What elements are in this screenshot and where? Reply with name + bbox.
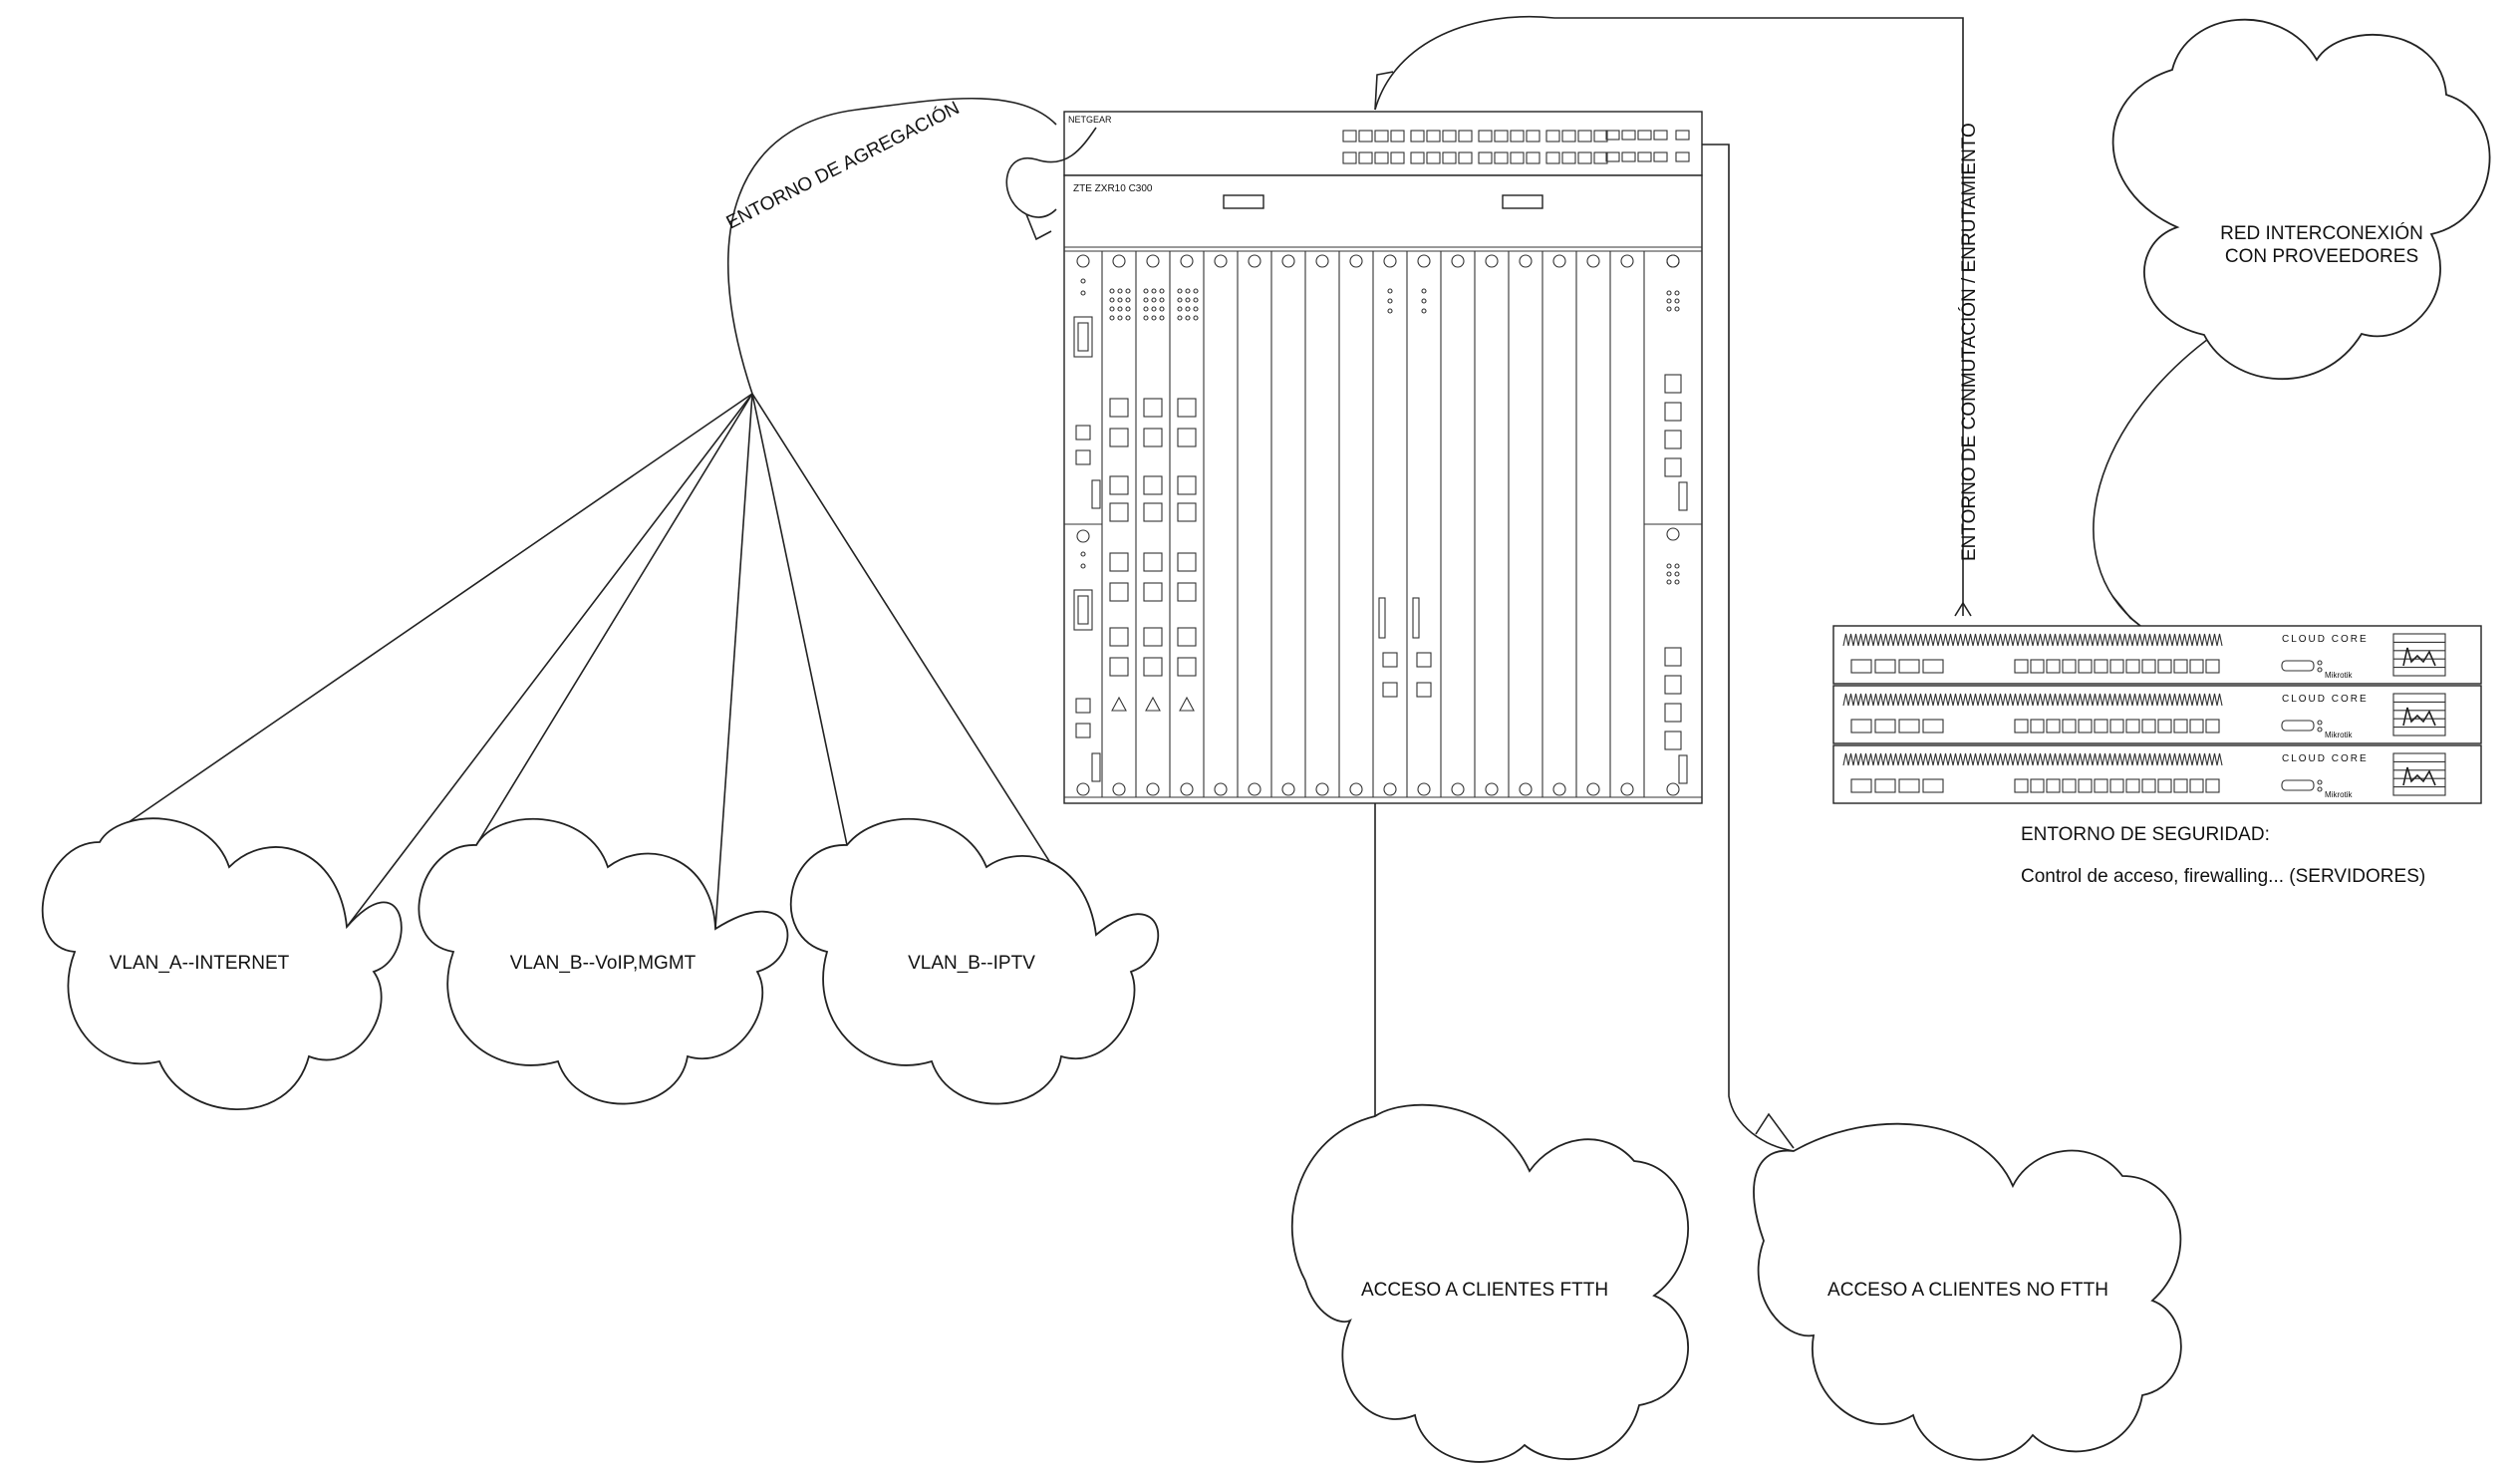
label-switching: ENTORNO DE CONMUTACIÓN / ENRUTAMIENTO — [1958, 123, 1980, 561]
netgear-switch: NETGEAR — [1005, 111, 1703, 241]
cloud-no-ftth: ACCESO A CLIENTES NO FTTH — [1753, 1122, 2182, 1461]
connection-lines — [99, 15, 2223, 1152]
cloud-interconnection: RED INTERCONEXIÓN CON PROVEEDORES — [2111, 18, 2491, 381]
cloud-voip: VLAN_B--VoIP,MGMT — [418, 817, 789, 1105]
cloud-interconnection-line1: RED INTERCONEXIÓN — [2220, 222, 2423, 244]
router-vendor: Mikrotik — [2325, 671, 2354, 680]
cloud-iptv-label: VLAN_B--IPTV — [908, 953, 1035, 974]
router-brand: CLOUD CORE — [2282, 694, 2369, 705]
router-vendor: Mikrotik — [2325, 790, 2354, 799]
link-internet — [99, 393, 753, 843]
link-iptv-2 — [751, 393, 1097, 936]
cloud-ftth: ACCESO A CLIENTES FTTH — [1290, 1103, 1689, 1463]
label-aggregation: ENTORNO DE AGREGACIÓN — [722, 97, 963, 233]
top-arc-marker — [1374, 71, 1394, 111]
router-vendor: Mikrotik — [2325, 731, 2354, 739]
link-iptv — [751, 393, 848, 846]
switch-brand: NETGEAR — [1068, 115, 1112, 125]
link-internet-2 — [346, 393, 753, 928]
cloud-voip-label: VLAN_B--VoIP,MGMT — [510, 953, 697, 974]
cloud-ftth-label: ACCESO A CLIENTES FTTH — [1361, 1280, 1608, 1301]
link-providers — [2093, 328, 2223, 627]
label-security-title: ENTORNO DE SEGURIDAD: — [2021, 824, 2270, 845]
link-no-ftth — [1684, 144, 1795, 1152]
cloud-iptv: VLAN_B--IPTV — [789, 817, 1160, 1105]
cloud-internet-label: VLAN_A--INTERNET — [110, 953, 290, 974]
aggregation-arc — [726, 98, 1057, 395]
router-brand: CLOUD CORE — [2282, 634, 2369, 645]
link-voip-2 — [714, 393, 753, 930]
router-brand: CLOUD CORE — [2282, 753, 2369, 764]
olt-model: ZTE ZXR10 C300 — [1073, 183, 1153, 194]
switch-ports — [1342, 130, 1690, 164]
link-no-ftth-marker — [1755, 1112, 1795, 1149]
link-switching-marker — [1954, 601, 1972, 617]
olt-chassis: ZTE ZXR10 C300 — [1063, 174, 1703, 804]
label-security-desc: Control de acceso, firewalling... (SERVI… — [2021, 866, 2425, 887]
cloud-interconnection-line2: CON PROVEEDORES — [2225, 246, 2418, 267]
cloud-internet: VLAN_A--INTERNET — [41, 817, 403, 1111]
link-voip — [475, 393, 753, 846]
olt-slots — [1064, 251, 1702, 797]
link-providers-marker — [2111, 595, 2141, 627]
top-arc — [1374, 15, 1964, 616]
cloud-no-ftth-label: ACCESO A CLIENTES NO FTTH — [1827, 1280, 2108, 1301]
